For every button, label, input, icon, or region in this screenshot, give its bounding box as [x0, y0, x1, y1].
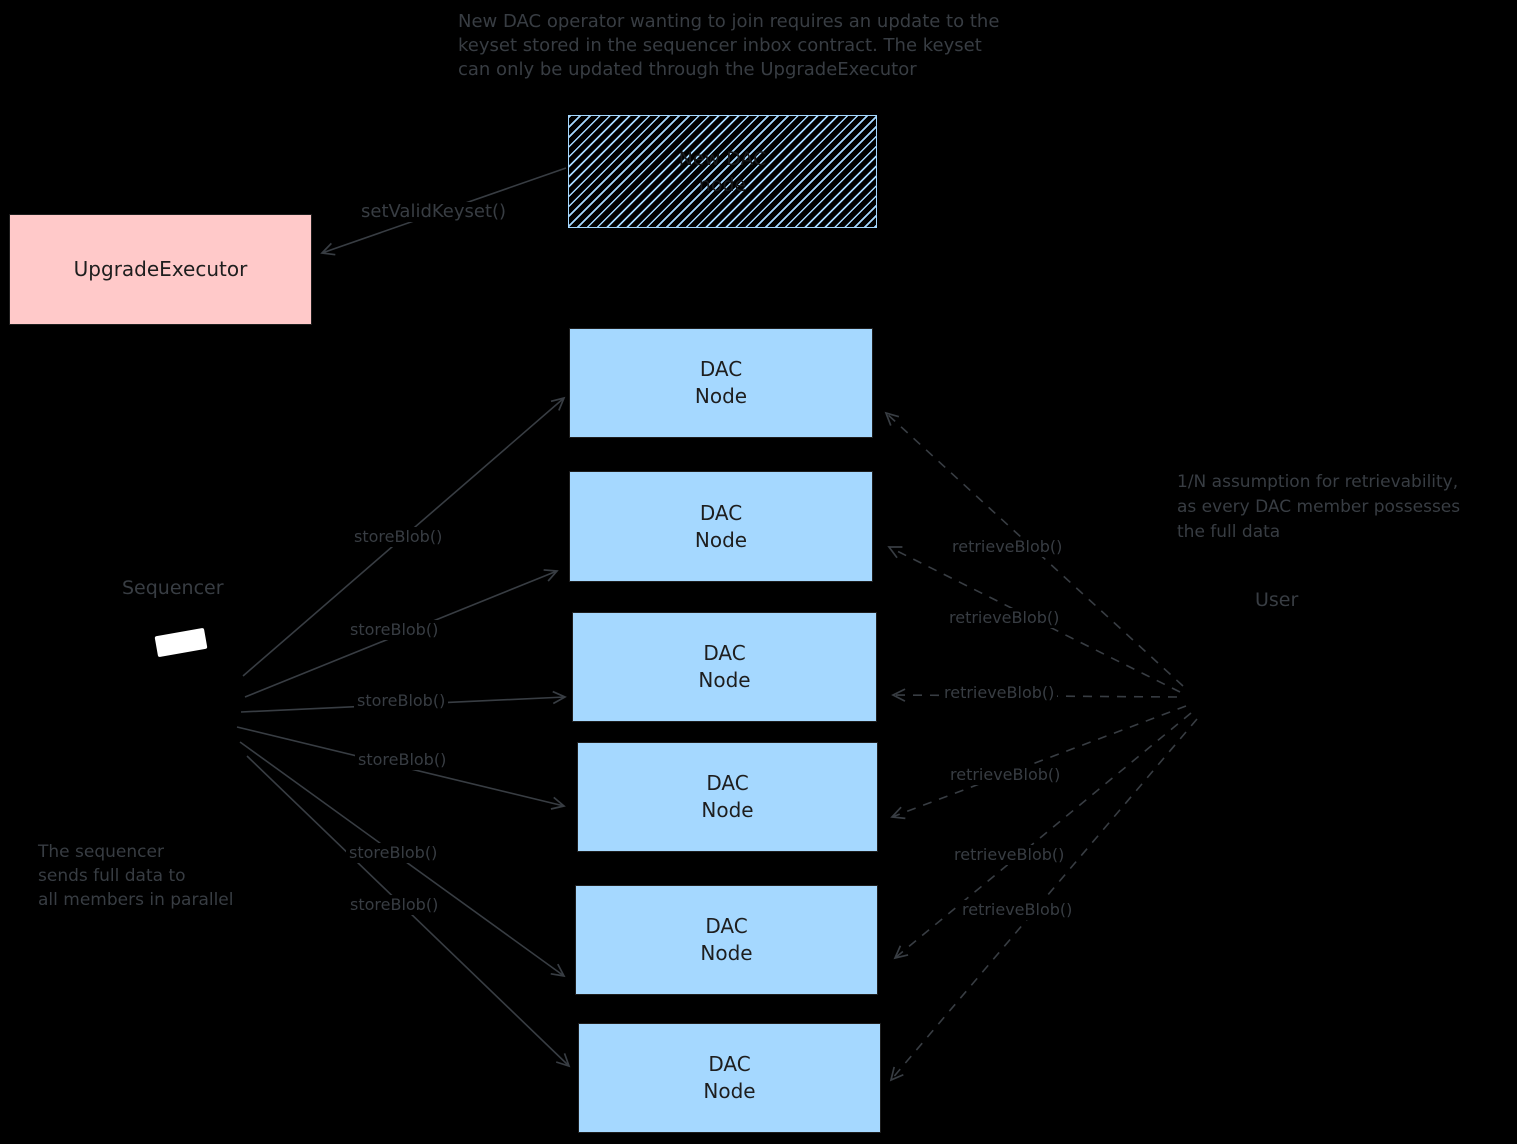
- store-blob-label-4: storeBlob(): [355, 750, 450, 770]
- top-note-line: keyset stored in the sequencer inbox con…: [458, 35, 982, 56]
- dac-node-label: DAC: [706, 771, 749, 795]
- dac-node-label: Node: [694, 384, 748, 408]
- store-blob-label-3: storeBlob(): [354, 691, 449, 711]
- upgrade-executor-box: UpgradeExecutor: [9, 214, 312, 325]
- top-note: New DAC operator wanting to join require…: [458, 10, 999, 82]
- store-blob-label-6: storeBlob(): [347, 895, 442, 915]
- store-blob-label-2: storeBlob(): [347, 620, 442, 640]
- retrieve-blob-arrow-6: [889, 718, 1198, 1082]
- bottom-left-note-line: sends full data to: [38, 866, 186, 886]
- dac-node-label: Node: [694, 527, 748, 552]
- dac-node-box-4: DAC Node: [577, 742, 878, 852]
- dac-node-label: Node: [701, 798, 754, 822]
- retrieve-blob-label-6: retrieveBlob(): [959, 900, 1076, 920]
- dac-node-label: DAC: [703, 641, 746, 665]
- dac-node-label: DAC: [705, 914, 748, 938]
- right-note-line: the full data: [1177, 522, 1281, 542]
- retrieve-blob-label-3: retrieveBlob(): [941, 683, 1058, 703]
- dac-node-label: Node: [698, 668, 751, 692]
- dac-node-box-5: DAC Node: [575, 885, 878, 995]
- new-dac-node-label: node: [698, 173, 747, 196]
- bottom-left-note-line: The sequencer: [38, 842, 164, 862]
- set-valid-keyset-label: setValidKeyset(): [358, 202, 510, 222]
- new-dac-node-box: New DAC node: [568, 115, 877, 228]
- retrieve-blob-label-4: retrieveBlob(): [947, 765, 1064, 785]
- dac-node-box-2: DAC Node: [569, 471, 873, 582]
- sequencer-label: Sequencer: [122, 577, 224, 599]
- upgrade-executor-label: UpgradeExecutor: [73, 257, 248, 281]
- dac-node-label: DAC: [699, 500, 743, 525]
- dac-node-label: Node: [700, 941, 753, 965]
- bottom-left-note: The sequencer sends full data to all mem…: [38, 840, 234, 912]
- right-note-line: as every DAC member possesses: [1177, 497, 1461, 517]
- right-note: 1/N assumption for retrievability, as ev…: [1177, 470, 1460, 545]
- bottom-left-note-line: all members in parallel: [38, 890, 234, 910]
- top-note-line: New DAC operator wanting to join require…: [458, 11, 1000, 32]
- retrieve-blob-label-1: retrieveBlob(): [949, 537, 1066, 557]
- right-note-line: 1/N assumption for retrievability,: [1177, 472, 1459, 492]
- retrieve-blob-arrow-5: [893, 712, 1192, 960]
- dac-node-box-6: DAC Node: [578, 1023, 881, 1133]
- retrieve-blob-arrow-4: [890, 705, 1187, 820]
- store-blob-label-1: storeBlob(): [351, 527, 446, 547]
- dac-node-box-3: DAC Node: [572, 612, 877, 722]
- store-blob-label-5: storeBlob(): [346, 843, 441, 863]
- user-label: User: [1255, 589, 1299, 611]
- dac-node-box-1: DAC Node: [569, 328, 873, 438]
- top-note-line: can only be updated through the UpgradeE…: [458, 59, 917, 80]
- new-dac-node-label: New DAC: [678, 147, 767, 170]
- dac-node-label: DAC: [699, 357, 743, 381]
- dac-node-label: DAC: [708, 1052, 751, 1076]
- dac-node-label: Node: [703, 1079, 756, 1103]
- retrieve-blob-label-2: retrieveBlob(): [946, 608, 1063, 628]
- retrieve-blob-label-5: retrieveBlob(): [951, 845, 1068, 865]
- retrieve-blob-arrow-2: [887, 546, 1181, 693]
